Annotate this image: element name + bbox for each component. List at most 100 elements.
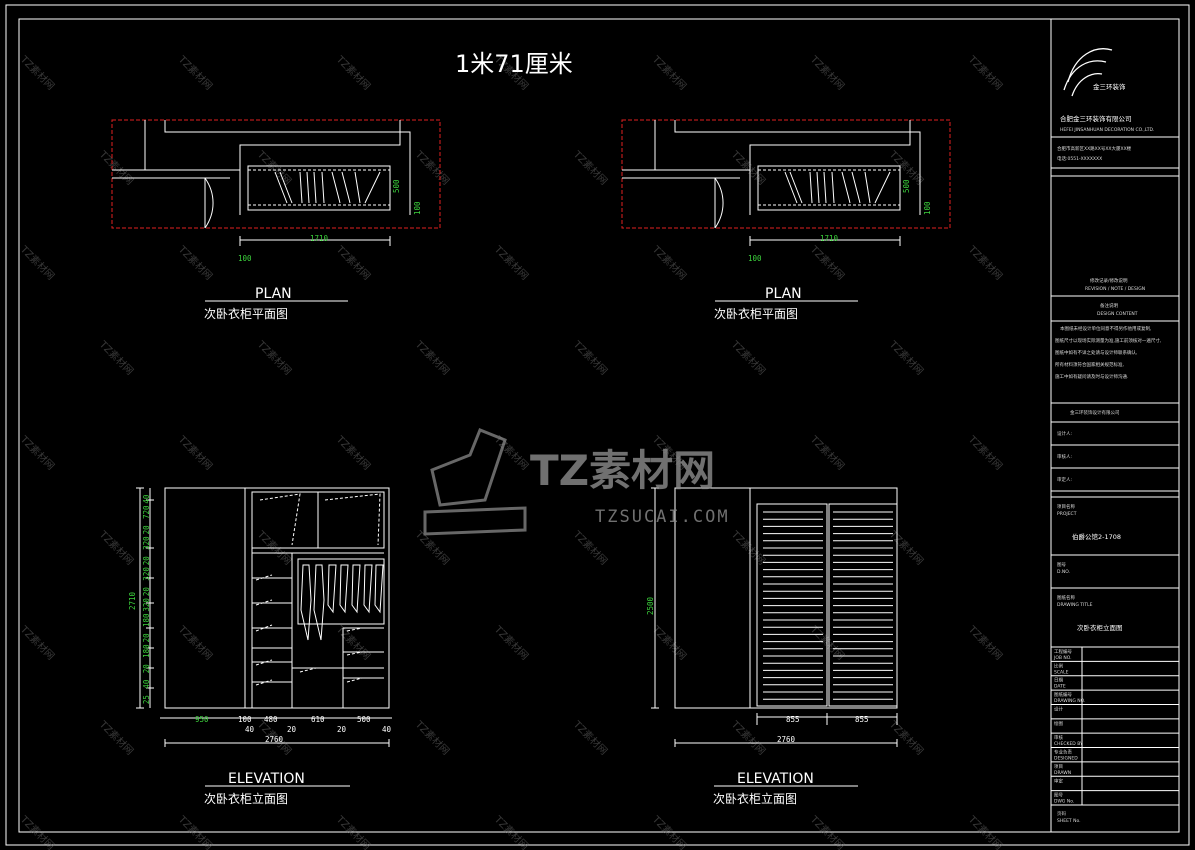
dim-gap-20a: 20: [287, 725, 297, 734]
sheet-no-label: 页码: [1057, 810, 1066, 817]
title-block-row-label: 专业负责: [1054, 749, 1072, 756]
dim-total: 2760: [265, 735, 284, 744]
dim-gap-40b: 40: [382, 725, 392, 734]
plan-dim-side: 100: [923, 201, 932, 215]
title-block-row-label: 绘图: [1054, 720, 1063, 727]
revision-heading: 修改记录/修改说明: [1090, 277, 1128, 284]
title-block-row-label-en: DRAWING NO.: [1054, 698, 1085, 704]
notes-heading: 备注说明: [1100, 302, 1118, 309]
drawing-no-label-en: D.NO.: [1057, 569, 1070, 575]
note-line-1: 本图纸未经设计单位同意不得另作他用或复制,: [1060, 325, 1151, 332]
drawing-title-label-en: DRAWING TITLE: [1057, 602, 1093, 608]
vertical-dim-label: 320: [142, 598, 151, 612]
vertical-dim-label: 25: [142, 695, 151, 704]
title-block-row-label: 图纸编号: [1054, 691, 1072, 698]
dim-gap-20b: 20: [337, 725, 347, 734]
notes-heading-en: DESIGN CONTENT: [1097, 311, 1138, 317]
drawing-no-label: 图号: [1057, 562, 1066, 568]
company-phone: 电话:0551-XXXXXXX: [1057, 155, 1102, 162]
title-block: 金三环装饰 合肥金三环装饰有限公司 HEFEI JINSANHUAN DECOR…: [1050, 19, 1179, 832]
vertical-dim-label: 320: [142, 536, 151, 550]
plan-dim-width: 1710: [820, 234, 839, 243]
project-name: 伯爵公馆2-1708: [1072, 532, 1121, 541]
company-logo-icon: [1063, 48, 1113, 97]
dim-bottom-500: 500: [357, 715, 371, 724]
vertical-dim-label: 20: [142, 525, 151, 535]
plan-dim-left: 100: [748, 254, 762, 263]
company-brand: 金三环装饰: [1093, 82, 1126, 91]
check-approver: 审定人:: [1057, 476, 1072, 483]
watermark-url: TZSUCAI.COM: [595, 507, 730, 527]
watermark-logo-icon: [423, 428, 527, 536]
elevation-sublabel: 次卧衣柜立面图: [204, 791, 288, 806]
door-dim-right: 855: [855, 715, 869, 724]
company-address: 合肥市高新区XX路XX号XX大厦XX楼: [1057, 145, 1132, 152]
dim-bottom-610: 610: [311, 715, 325, 724]
hanging-garments: [300, 564, 384, 641]
note-line-3: 图纸中如有不详之处请与设计师联系确认,: [1055, 349, 1137, 356]
plan-label: PLAN: [765, 286, 802, 302]
vertical-dim-label: 20: [142, 556, 151, 566]
drawing-title-label: 图纸名称: [1057, 594, 1075, 601]
elevation-label: ELEVATION: [737, 771, 814, 787]
plan-dim-depth: 500: [392, 179, 401, 193]
project-label-en: PROJECT: [1057, 511, 1077, 517]
plan-dim-side: 100: [413, 201, 422, 215]
door-dim-left: 855: [786, 715, 800, 724]
plan-dim-left: 100: [238, 254, 252, 263]
watermark-brand: TZ素材网: [530, 446, 715, 495]
plan-sublabel: 次卧衣柜平面图: [204, 306, 288, 321]
dim-gap-40a: 40: [245, 725, 255, 734]
title-block-row-label-en: JOB NO.: [1053, 655, 1072, 661]
dim-total: 2760: [777, 735, 796, 744]
vertical-dim-label: 20: [142, 664, 151, 674]
elevation-label: ELEVATION: [228, 771, 305, 787]
dim-bottom-100: 100: [238, 715, 252, 724]
approval-company: 金三环装饰设计有限公司: [1070, 409, 1120, 416]
title-block-row-label: 项目: [1054, 764, 1063, 770]
title-block-row-label-en: SCALE: [1054, 669, 1069, 675]
title-block-row-label-en: DESIGNED: [1054, 756, 1078, 762]
vertical-dim-label: 20: [142, 587, 151, 597]
title-block-row-label-en: DWG No.: [1054, 799, 1074, 805]
title-block-row-label: 设计: [1054, 706, 1063, 713]
company-name-cn: 合肥金三环装饰有限公司: [1060, 114, 1132, 123]
title-block-row-label: 图号: [1054, 793, 1063, 799]
drawing-title: 次卧衣柜立面图: [1077, 623, 1123, 632]
dim-bottom-480: 480: [264, 715, 278, 724]
title-block-row-label: 工程编号: [1054, 648, 1072, 655]
plan-view-right: 1710 100 500 100 PLAN 次卧衣柜平面图: [621, 119, 951, 321]
title-block-row-label: 审核: [1054, 734, 1063, 741]
louver-slats: [763, 511, 893, 700]
plan-label: PLAN: [255, 286, 292, 302]
plan-dim-depth: 500: [902, 179, 911, 193]
title-block-row-label: 日期: [1054, 678, 1063, 684]
elevation-height-dim: 2500: [646, 596, 655, 615]
company-name-en: HEFEI JINSANHUAN DECORATION CO.,LTD.: [1060, 127, 1154, 133]
vertical-dim-label: 40: [142, 679, 151, 689]
vertical-dim-label: 20: [142, 633, 151, 643]
plan-sublabel: 次卧衣柜平面图: [714, 306, 798, 321]
vertical-dim-label: 180: [142, 613, 151, 627]
dim-bottom-950: 950: [195, 715, 209, 724]
title-block-row-label-en: CHECKED BY: [1054, 741, 1083, 747]
revision-heading-en: REVISION / NOTE / DESIGN: [1085, 286, 1145, 292]
check-designer: 设计人:: [1057, 430, 1072, 437]
center-watermark: TZ素材网 TZSUCAI.COM: [423, 428, 730, 536]
vertical-dim-label: 720: [142, 505, 151, 519]
note-line-2: 图纸尺寸以现场实际测量为准,施工前须核对一遍尺寸,: [1055, 337, 1161, 344]
elevation-sublabel: 次卧衣柜立面图: [713, 791, 797, 806]
elevation-left: 2710 4072020320203202032018020180204025 …: [128, 487, 392, 806]
sheet-no-label-en: SHEET No.: [1057, 818, 1081, 824]
elevation-height-dim: 2710: [128, 591, 137, 610]
vertical-dim-label: 180: [142, 644, 151, 658]
sheet-inner-border: [18, 18, 1180, 833]
vertical-dim-label: 40: [142, 494, 151, 504]
sheet-outer-border: [5, 4, 1190, 846]
title-block-row-label-en: DRAWN: [1054, 770, 1071, 776]
project-label: 项目名称: [1057, 503, 1075, 510]
check-reviewer: 审核人:: [1057, 453, 1072, 460]
plan-dim-width: 1710: [310, 234, 329, 243]
title-block-row-label: 比例: [1054, 662, 1063, 669]
